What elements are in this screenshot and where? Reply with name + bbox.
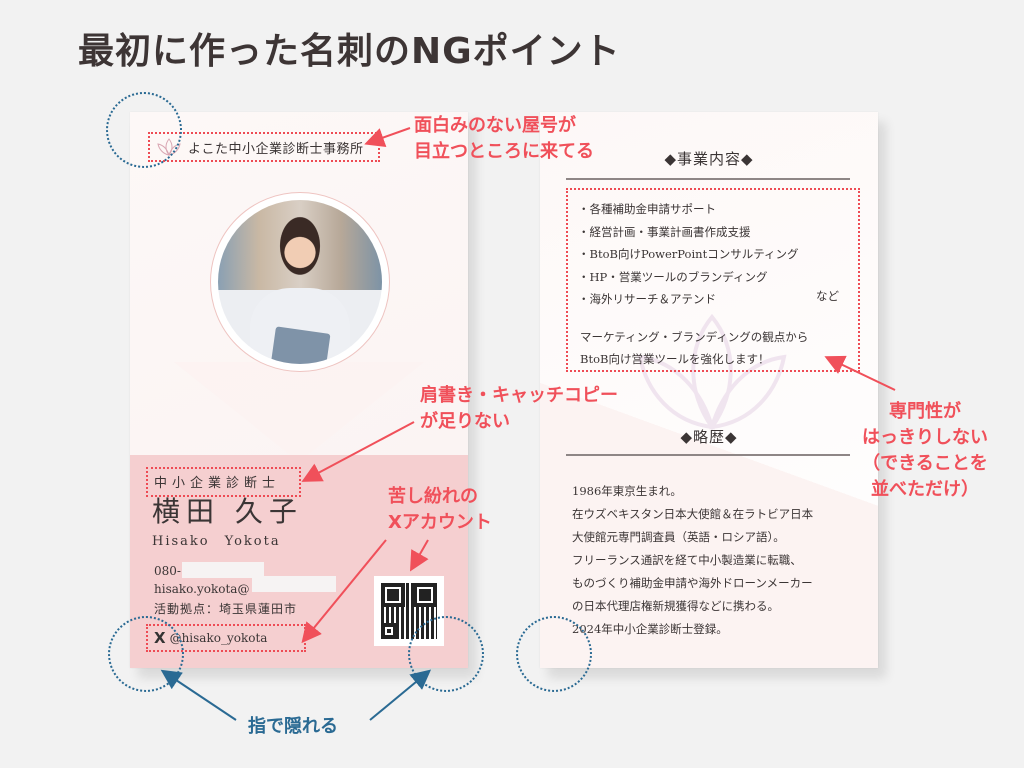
annotation-tagline: 肩書き・キャッチコピー が足りない [420,383,618,435]
service-item: ・BtoB向けPowerPointコンサルティング [578,247,799,261]
annotation-line: 並べただけ） [871,479,979,500]
finger-zone-bottom-left [108,616,184,692]
services-highlight [566,188,860,372]
history-line: ものづくり補助金申請や海外ドローンメーカー [572,576,813,590]
back-background [540,112,878,668]
annotation-finger: 指で隠れる [248,716,338,737]
annotation-line: はっきりしない [862,427,988,448]
email-address: hisako.yokota@ [154,582,250,596]
annotation-line: Xアカウント [388,512,492,533]
service-item: ・HP・営業ツールのブランディング [578,269,768,284]
cert-title-highlight [146,467,301,497]
business-heading: ◆事業内容◆ [664,150,754,168]
office-name: よこた中小企業診断士事務所 [188,141,364,157]
annotation-line: が足りない [420,411,510,432]
finger-zone-bottom-qr [408,616,484,692]
annotation-x-account: 苦し紛れの Xアカウント [388,484,492,536]
annotation-expertise: 専門性が はっきりしない （できることを 並べただけ） [862,399,988,503]
annotation-office-name: 面白みのない屋号が 目立つところに来てる [414,113,594,165]
divider [566,454,850,456]
finger-zone-back-left [516,616,592,692]
photo-folder [270,326,331,364]
finger-zone-top-left [106,92,182,168]
history-line: フリーランス通訳を経て中小製造業に転職、 [572,553,802,567]
business-card-front: よこた中小企業診断士事務所 中小企業診断士 横田 久子 Hisako Yokot… [130,112,468,668]
service-item: ・海外リサーチ＆アテンド [578,292,716,306]
location: 活動拠点：埼玉県蓮田市 [154,602,298,616]
service-item: ・各種補助金申請サポート [578,202,716,216]
annotation-line: 苦し紛れの [388,486,478,507]
history-line: 在ウズベキスタン日本大使館＆在ラトビア日本 [572,507,814,521]
name-english: Hisako Yokota [152,534,281,549]
phone-number: 080- [154,564,181,578]
page-title: 最初に作った名刺のNGポイント [78,31,621,72]
history-line: 2024年中小企業診断士登録。 [572,622,728,636]
services-list: ・各種補助金申請サポート ・経営計画・事業計画書作成支援 ・BtoB向けPowe… [578,198,799,311]
history-line: 大使館元専門調査員（英語・ロシア語）。 [572,530,785,544]
annotation-line: 専門性が [889,401,961,422]
services-etc: など [816,289,839,303]
tagline-line: マーケティング・ブランディングの観点から [580,330,809,344]
history-line: 1986年東京生まれ。 [572,484,682,498]
lotus-watermark-icon [637,313,787,431]
history-line: の日本代理店権新規獲得などに携わる。 [572,599,779,613]
annotation-line: 肩書き・キャッチコピー [420,385,618,406]
cert-title: 中小企業診断士 [154,476,281,491]
annotation-line: 面白みのない屋号が [414,115,576,136]
phone-redaction [182,562,264,578]
x-handle: @hisako_yokota [169,631,268,645]
history-text: 1986年東京生まれ。 在ウズベキスタン日本大使館＆在ラトビア日本 大使館元専門… [572,480,813,641]
tagline-line: BtoB向け営業ツールを強化します！ [580,352,770,366]
name-japanese: 横田 久子 [152,495,303,528]
history-heading: ◆略歴◆ [680,428,738,446]
divider [566,178,850,180]
service-item: ・経営計画・事業計画書作成支援 [578,224,751,239]
email-redaction [252,576,336,592]
annotation-line: 目立つところに来てる [414,141,594,162]
business-card-back: ◆事業内容◆ ・各種補助金申請サポート ・経営計画・事業計画書作成支援 ・Bto… [540,112,878,668]
portrait-photo [218,200,382,364]
office-name-row: よこた中小企業診断士事務所 [148,132,380,162]
annotation-line: （できることを [862,453,988,474]
tagline: マーケティング・ブランディングの観点から BtoB向け営業ツールを強化します！ [580,326,808,370]
